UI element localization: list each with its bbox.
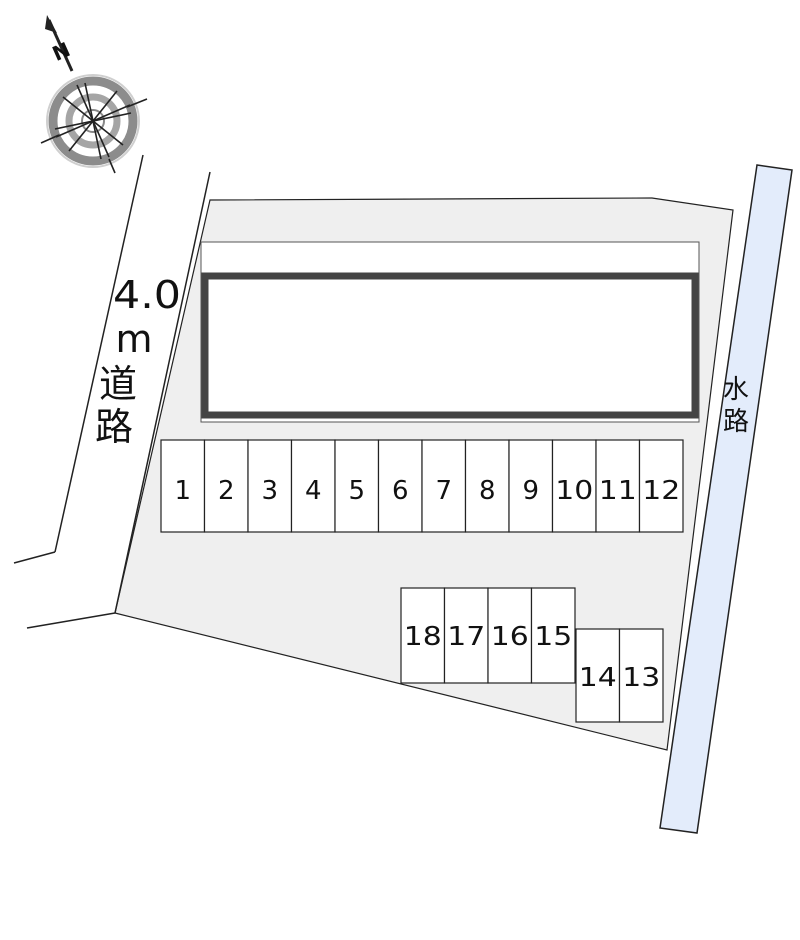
parking-space-number: 2 [218,476,235,506]
parking-space: 14 [575,628,621,723]
parking-space-number: 18 [404,622,442,652]
parking-space-number: 13 [622,663,660,693]
parking-space: 15 [530,587,576,684]
parking-space-number: 14 [579,663,617,693]
parking-space-number: 10 [555,476,593,506]
parking-space: 12 [638,439,684,533]
parking-space-number: 12 [642,476,680,506]
parking-row-3: 14 13 [575,628,664,723]
parking-space: 11 [595,439,641,533]
parking-space-number: 8 [479,476,496,506]
parking-space: 13 [618,628,664,723]
parking-space-number: 9 [522,476,539,506]
compass-north-label: N [49,37,74,66]
parking-space: 18 [400,587,446,684]
parking-space-number: 7 [435,476,452,506]
parking-space: 17 [443,587,489,684]
parking-space: 2 [203,439,249,533]
parking-space-number: 17 [447,622,485,652]
waterway-channel [659,164,793,834]
parking-space: 7 [421,439,467,533]
building [201,272,699,419]
parking-row-1: 1 2 3 4 5 6 7 8 9 10 11 12 [160,439,684,533]
parking-space: 8 [464,439,510,533]
road-label: 4.0 m 道 路 [95,273,181,449]
road-edge-line [114,171,211,614]
parking-space: 16 [487,587,533,684]
parking-space: 10 [551,439,597,533]
road-name-label: 道 路 [95,362,149,449]
road-edge-line [13,551,56,564]
parking-space-number: 5 [348,476,365,506]
parking-space-number: 15 [534,622,572,652]
parking-space-number: 4 [305,476,322,506]
parking-space-number: 11 [599,476,637,506]
parking-space: 4 [290,439,336,533]
parking-space: 6 [377,439,423,533]
compass-icon: N [40,15,148,174]
parking-space-number: 3 [261,476,278,506]
parking-space-number: 1 [174,476,191,506]
parking-space: 9 [508,439,554,533]
road-edge-line [54,154,144,553]
road-width-label: 4.0 [113,273,181,317]
road-edge-line [26,612,116,629]
parking-row-2: 18 17 16 15 [400,587,576,684]
parking-space: 5 [334,439,380,533]
parking-space-number: 16 [491,622,529,652]
road-unit-label: m [115,317,152,361]
parking-space: 1 [160,439,206,533]
parking-space: 3 [247,439,293,533]
parking-space-number: 6 [392,476,409,506]
waterway-label: 水 路 [723,375,757,437]
